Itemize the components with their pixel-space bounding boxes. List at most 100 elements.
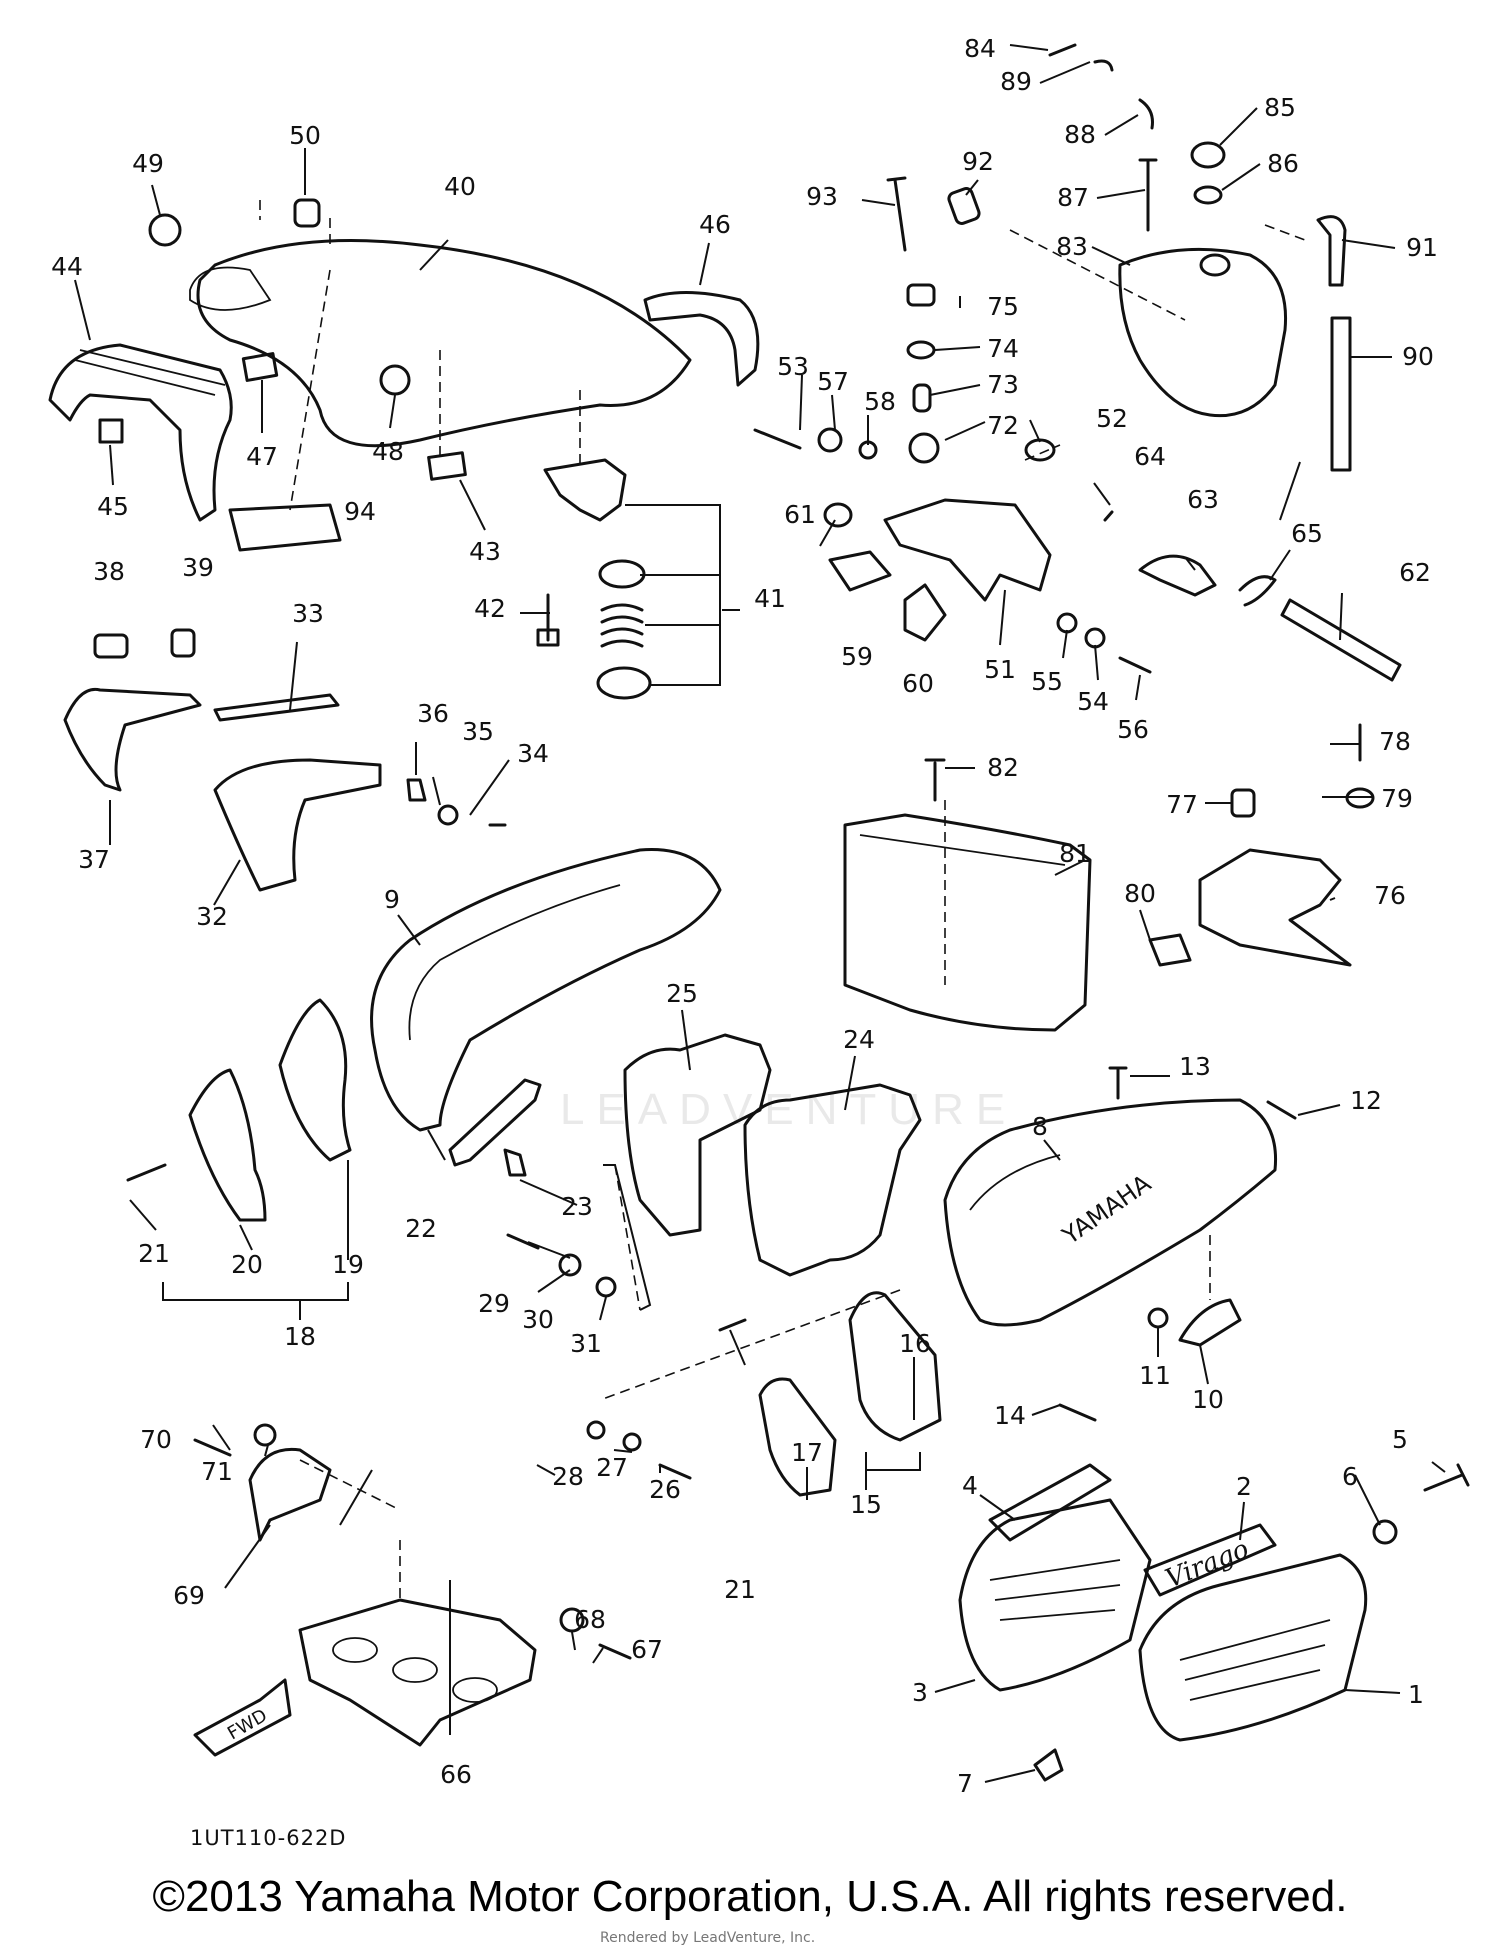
callout-label: 12	[1350, 1086, 1382, 1115]
callout-label: 2	[1236, 1472, 1252, 1501]
callout-label: 76	[1374, 881, 1406, 910]
callout-label: 28	[552, 1462, 584, 1491]
part-mount-bracket	[883, 498, 1052, 602]
callout-label: 50	[289, 121, 321, 150]
callout-label: 35	[462, 717, 494, 746]
callout-label: 63	[1187, 485, 1219, 514]
callout-label: 72	[987, 411, 1019, 440]
callout-label: 6	[1342, 1462, 1358, 1491]
callout-label: 27	[596, 1453, 628, 1482]
callout-label: 65	[1291, 519, 1323, 548]
callout-label: 21	[138, 1239, 170, 1268]
part-frame-66	[298, 1598, 537, 1747]
callout-label: 91	[1406, 233, 1438, 262]
rendered-by-credit: Rendered by LeadVenture, Inc.	[600, 1930, 816, 1946]
part-panel-17	[758, 1377, 837, 1497]
callout-label: 51	[984, 655, 1016, 684]
callout-label: 48	[372, 437, 404, 466]
brand-text: YAMAHA	[1057, 1169, 1157, 1251]
part-side-cover-1	[1138, 1553, 1368, 1742]
callout-label: 86	[1267, 149, 1299, 178]
part-grab-rail	[48, 343, 233, 522]
callout-label: 37	[78, 845, 110, 874]
callout-label: 39	[182, 553, 214, 582]
copyright-notice: ©2013 Yamaha Motor Corporation, U.S.A. A…	[152, 1872, 1348, 1921]
callout-label: 22	[405, 1214, 437, 1243]
callout-label: 59	[841, 642, 873, 671]
callout-label: 13	[1179, 1052, 1211, 1081]
callout-label: 26	[649, 1475, 681, 1504]
callout-label: 69	[173, 1581, 205, 1610]
callout-label: 16	[899, 1329, 931, 1358]
callout-label: 34	[517, 739, 549, 768]
callout-label: 68	[574, 1605, 606, 1634]
callout-label: 62	[1399, 558, 1431, 587]
callout-label: 87	[1057, 183, 1089, 212]
callout-label: 94	[344, 497, 376, 526]
callout-label: 67	[631, 1635, 663, 1664]
callout-label: 42	[474, 594, 506, 623]
callout-label: 43	[469, 537, 501, 566]
callout-label: 85	[1264, 93, 1296, 122]
callout-label: 11	[1139, 1361, 1171, 1390]
callout-label: 92	[962, 147, 994, 176]
callout-label: 24	[843, 1025, 875, 1054]
callout-label: 57	[817, 367, 849, 396]
callout-label: 47	[246, 442, 278, 471]
callout-label: 8	[1032, 1112, 1048, 1141]
callout-label: 83	[1056, 232, 1088, 261]
callout-label: 10	[1192, 1385, 1224, 1414]
callout-label: 73	[987, 370, 1019, 399]
callout-label: 15	[850, 1490, 882, 1519]
callout-label: 38	[93, 557, 125, 586]
callout-label: 53	[777, 352, 809, 381]
part-cover-8	[943, 1098, 1278, 1327]
callout-label: 25	[666, 979, 698, 1008]
callout-label: 52	[1096, 404, 1128, 433]
part-bracket-76	[1198, 848, 1352, 967]
part-oil-tank	[1118, 247, 1288, 418]
watermark: LEADVENTURE	[560, 1085, 1018, 1134]
callout-label: 54	[1077, 687, 1109, 716]
callout-label: 36	[417, 699, 449, 728]
part-side-cover-9	[370, 848, 722, 1132]
callout-label: 64	[1134, 442, 1166, 471]
part-side-cover-3	[958, 1498, 1152, 1692]
callout-label: 82	[987, 753, 1019, 782]
part-hinge	[63, 687, 202, 792]
callout-label: 40	[444, 172, 476, 201]
callout-label: 17	[791, 1438, 823, 1467]
callout-label: 31	[570, 1329, 602, 1358]
callout-label: 29	[478, 1289, 510, 1318]
callout-label: 49	[132, 149, 164, 178]
callout-label: 80	[1124, 879, 1156, 908]
part-panel-19	[278, 998, 352, 1162]
callout-label: 18	[284, 1322, 316, 1351]
callout-label: 60	[902, 669, 934, 698]
callout-label: 78	[1379, 727, 1411, 756]
part-side-rail	[643, 291, 760, 387]
callout-label: 5	[1392, 1425, 1408, 1454]
callout-label: 7	[957, 1769, 973, 1798]
callout-label: 19	[332, 1250, 364, 1279]
callout-label: 66	[440, 1760, 472, 1789]
callout-label: 71	[201, 1457, 233, 1486]
callout-label: 79	[1381, 784, 1413, 813]
callout-label: 74	[987, 334, 1019, 363]
callout-label: 89	[1000, 67, 1032, 96]
part-panel-25	[623, 1033, 772, 1237]
callout-label: 30	[522, 1305, 554, 1334]
callout-label: 23	[561, 1192, 593, 1221]
parts-diagram: YAMAHA Virago FWD	[48, 34, 1470, 1798]
callout-label: 70	[140, 1425, 172, 1454]
callout-label: 84	[964, 34, 996, 63]
callout-label: 33	[292, 599, 324, 628]
callout-label: 20	[231, 1250, 263, 1279]
callout-label: 1	[1408, 1680, 1424, 1709]
callout-label: 56	[1117, 715, 1149, 744]
callout-label: 61	[784, 500, 816, 529]
callout-label: 58	[864, 387, 896, 416]
callout-label: 41	[754, 584, 786, 613]
callout-label: 55	[1031, 667, 1063, 696]
callout-label: 44	[51, 252, 83, 281]
